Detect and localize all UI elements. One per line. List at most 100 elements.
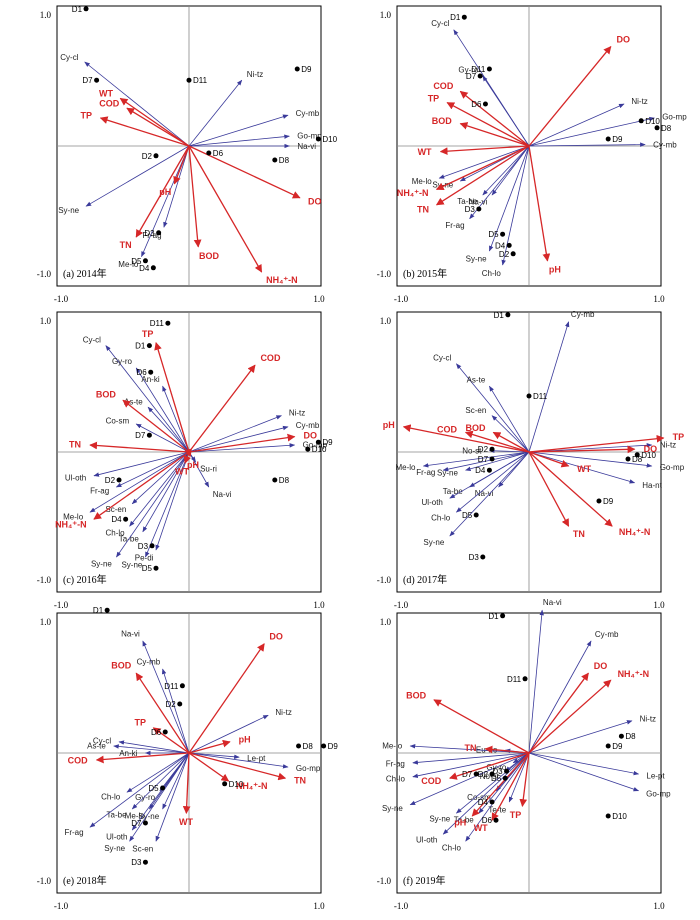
species-vector: [115, 451, 190, 488]
species-label: Sc-en: [465, 406, 486, 415]
species-label: Gy-ro: [112, 357, 133, 366]
x-tick-right: 1.0: [653, 294, 665, 304]
species-label: Me-lo: [395, 463, 416, 472]
species-vector: [161, 668, 190, 754]
environment-vector: [435, 145, 530, 190]
species-label: An-ki: [119, 749, 137, 758]
environment-vector: [152, 727, 190, 754]
environment-vector: [188, 364, 256, 453]
environment-label: DO: [269, 631, 283, 641]
species-label: Go-mp: [662, 112, 687, 121]
site-label: D4: [111, 515, 122, 524]
site-point: [177, 701, 183, 707]
site-label: D3: [144, 229, 155, 238]
site-label: D9: [603, 497, 614, 506]
site-point: [476, 206, 482, 212]
site-label: D9: [322, 438, 333, 447]
y-tick-bottom: -1.0: [377, 575, 392, 585]
species-vector: [412, 752, 530, 765]
environment-vector: [519, 752, 530, 807]
species-label: Me-lo: [125, 812, 146, 821]
species-label: Cy-mb: [653, 141, 677, 150]
environment-label: COD: [437, 425, 458, 435]
site-label: D7: [462, 770, 473, 779]
site-label: D1: [488, 612, 499, 621]
environment-vector: [122, 399, 190, 453]
site-label: D2: [478, 445, 489, 454]
species-label: Sy-ne: [382, 804, 403, 813]
site-point: [179, 683, 185, 689]
site-point: [206, 150, 212, 156]
species-label: Ul-oth: [65, 474, 86, 483]
site-point: [634, 452, 640, 458]
species-vector: [488, 448, 530, 454]
site-point: [83, 6, 89, 12]
species-label: Co-sm: [106, 416, 130, 425]
site-point: [618, 733, 624, 739]
species-vector: [145, 451, 190, 558]
species-label: Sy-ne: [432, 181, 453, 190]
panel-caption: (b) 2015年: [403, 267, 447, 280]
panel-caption: (a) 2014年: [63, 267, 107, 280]
environment-vector: [528, 434, 665, 453]
environment-label: BOD: [96, 390, 117, 400]
species-vector: [131, 451, 190, 505]
site-point: [486, 66, 492, 72]
species-label: Sc-en: [132, 845, 153, 854]
x-tick-left: -1.0: [394, 600, 409, 610]
site-label: D4: [139, 264, 150, 273]
species-vector: [489, 385, 530, 453]
site-point: [148, 369, 154, 375]
site-point: [510, 251, 516, 257]
species-label: Cy-mb: [296, 109, 320, 118]
species-vector: [188, 443, 296, 453]
environment-vector: [188, 433, 296, 453]
environment-vector: [459, 122, 530, 147]
species-vector: [129, 451, 190, 527]
site-point: [473, 512, 479, 518]
environment-label: TP: [673, 432, 685, 442]
species-label: Cy-mb: [595, 630, 619, 639]
site-point: [526, 393, 532, 399]
site-point: [156, 230, 162, 236]
site-label: D5: [488, 230, 499, 239]
site-point: [123, 516, 129, 522]
y-tick-bottom: -1.0: [37, 876, 52, 886]
environment-vector: [471, 752, 530, 817]
species-label: Ta-be: [443, 487, 464, 496]
site-label: D5: [131, 257, 142, 266]
species-label: Go-mp: [646, 789, 671, 798]
species-label: Ni-tz: [640, 714, 656, 723]
site-point: [482, 101, 488, 107]
species-vector: [455, 451, 530, 513]
species-label: Le-pt: [247, 754, 266, 763]
environment-vector: [188, 752, 230, 782]
site-point: [104, 607, 110, 613]
species-label: Ni-tz: [275, 708, 291, 717]
site-point: [162, 729, 168, 735]
environment-label: DO: [617, 35, 631, 45]
species-vector: [489, 145, 530, 252]
x-tick-left: -1.0: [54, 600, 69, 610]
species-vector: [188, 79, 243, 147]
environment-label: WT: [474, 823, 488, 833]
species-label: As-te: [87, 741, 106, 750]
site-label: D1: [72, 5, 83, 14]
species-vector: [528, 720, 633, 754]
site-point: [504, 768, 510, 774]
species-label: Ta-be: [454, 815, 475, 824]
species-vector: [528, 321, 570, 453]
environment-label: BOD: [465, 423, 486, 433]
species-vector: [105, 345, 190, 453]
species-label: Na-vi: [297, 142, 316, 151]
environment-label: COD: [99, 99, 120, 109]
species-label: Su-ri: [200, 464, 217, 473]
site-point: [493, 817, 499, 823]
species-label: Me-lo: [63, 512, 84, 521]
x-tick-left: -1.0: [394, 901, 409, 911]
y-tick-top: 1.0: [40, 617, 52, 627]
species-vector: [147, 406, 190, 453]
environment-vector: [188, 145, 301, 199]
species-vector: [188, 114, 289, 147]
